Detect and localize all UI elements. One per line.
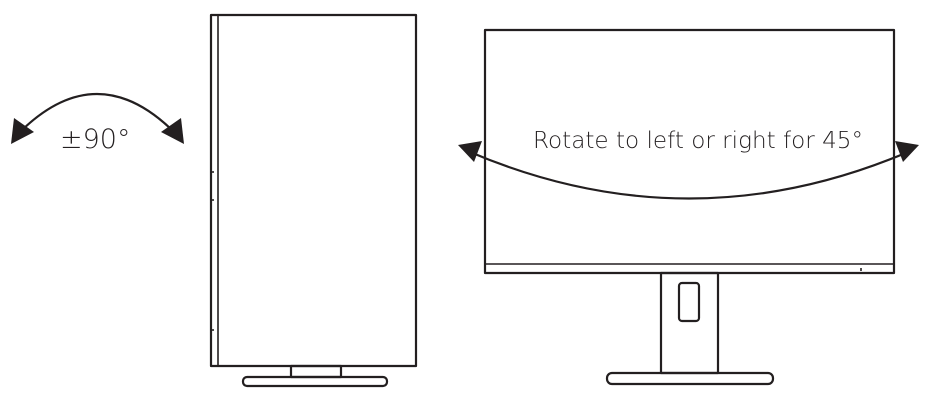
landscape-monitor-base — [605, 371, 775, 386]
portrait-monitor-neck — [289, 364, 343, 379]
pivot-arrowhead-right — [161, 118, 184, 144]
portrait-monitor-body — [209, 13, 418, 368]
pivot-arrowhead-left — [11, 118, 34, 144]
swivel-arrow — [458, 141, 919, 200]
landscape-stand-pillar — [659, 271, 720, 375]
portrait-monitor-base — [241, 375, 389, 388]
landscape-monitor — [483, 28, 896, 386]
landscape-stand-cable-slot — [677, 281, 701, 323]
portrait-monitor — [209, 13, 418, 388]
pivot-arc — [18, 92, 176, 134]
swivel-instruction-label: Rotate to left or right for 45° — [533, 128, 863, 154]
swivel-arrowhead-right — [895, 141, 919, 162]
pivot-angle-label: ±90° — [60, 124, 130, 155]
swivel-arrowhead-left — [458, 141, 482, 162]
pivot-arrow — [11, 92, 184, 144]
swivel-arc — [468, 150, 910, 200]
